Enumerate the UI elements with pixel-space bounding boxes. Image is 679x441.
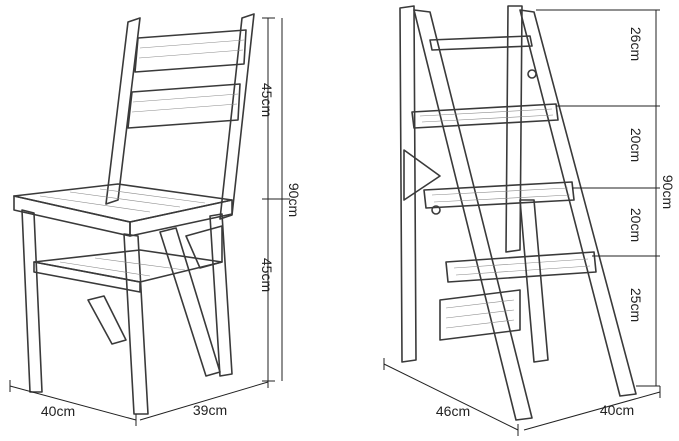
chair-illustration (13, 13, 255, 415)
chair-total-height-label: 90cm (286, 183, 302, 217)
chair-backrest-height-label: 45cm (259, 83, 275, 117)
ladder-total-height-label: 90cm (660, 175, 676, 209)
ladder-step-2-label: 20cm (628, 128, 644, 162)
chair-width-label: 40cm (41, 403, 75, 419)
ladder-width-label: 40cm (600, 402, 634, 418)
ladder-illustration (399, 5, 637, 421)
chair-depth-label: 39cm (193, 402, 227, 418)
ladder-length-label: 46cm (436, 403, 470, 419)
ladder-footprint-dimensions (383, 358, 661, 436)
chair-footprint-dimensions (9, 376, 269, 426)
ladder-step-4-label: 25cm (628, 288, 644, 322)
ladder-step-1-label: 26cm (628, 27, 644, 61)
ladder-height-dimensions (536, 9, 660, 387)
ladder-step-3-label: 20cm (628, 208, 644, 242)
chair-seat-height-label: 45cm (259, 258, 275, 292)
chair-height-dimensions (262, 17, 290, 382)
